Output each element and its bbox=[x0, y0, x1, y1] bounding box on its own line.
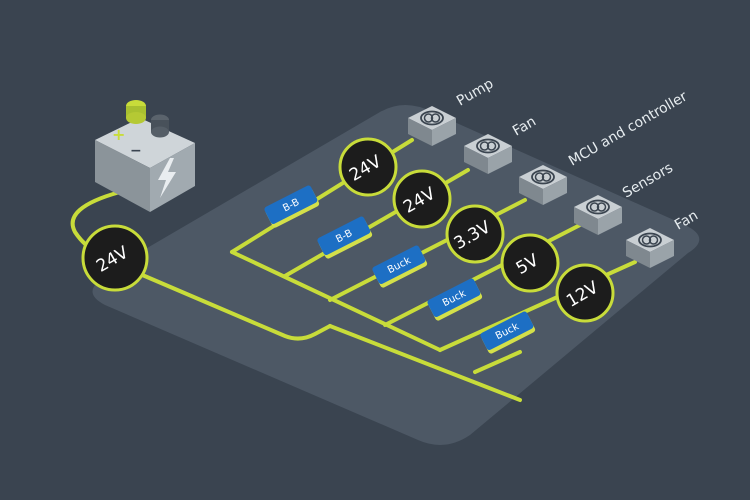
battery-minus-sign: − bbox=[130, 143, 142, 159]
converter-sensors: Buck bbox=[427, 278, 483, 321]
battery-plus-sign: + bbox=[112, 125, 125, 144]
voltage-badge-sensors: 5V bbox=[500, 233, 560, 293]
voltage-badge-fan-1: 24V bbox=[392, 169, 452, 229]
converter-fan-2: Buck bbox=[480, 311, 536, 354]
wire-branch-bottom bbox=[473, 350, 522, 374]
converter-fan-1: B-B bbox=[317, 216, 373, 259]
device-label-sensors: Sensors bbox=[620, 160, 676, 202]
voltage-badge-mcu: 3.3V bbox=[445, 204, 505, 264]
converter-mcu: Buck bbox=[372, 245, 428, 288]
voltage-badge-fan-2: 12V bbox=[555, 263, 615, 323]
wire-bus-right bbox=[328, 324, 522, 402]
converter-pump: B-B bbox=[264, 185, 320, 228]
battery: + − bbox=[95, 100, 195, 212]
wire-main-trunk bbox=[138, 272, 332, 341]
wire-bus-left bbox=[230, 250, 442, 352]
device-label-mcu: MCU and controller bbox=[566, 88, 690, 169]
lightning-icon bbox=[158, 158, 176, 198]
device-label-pump: Pump bbox=[454, 76, 496, 110]
voltage-badge-pump: 24V bbox=[338, 137, 398, 197]
device-label-fan-1: Fan bbox=[510, 113, 539, 139]
main-voltage-badge: 24V bbox=[81, 224, 149, 292]
